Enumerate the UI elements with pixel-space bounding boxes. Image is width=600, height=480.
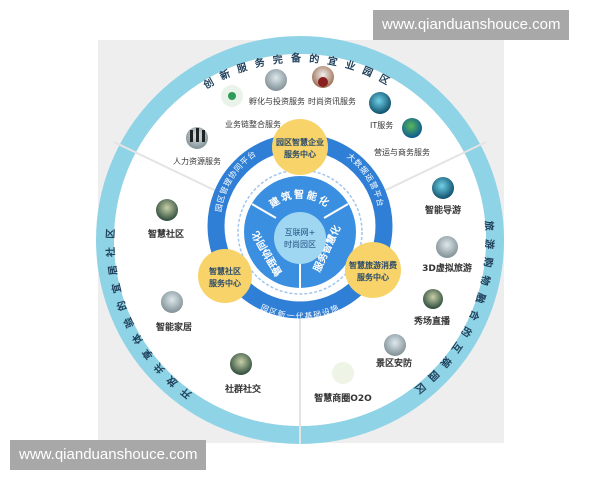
service-label: 智能家居	[156, 321, 192, 333]
smart-home-icon	[161, 291, 183, 313]
service-o2o: 智慧商圈O2O	[314, 362, 372, 404]
hub-community: 智慧社区 服务中心	[198, 249, 252, 303]
core-line1: 互联网+	[285, 228, 316, 237]
service-label: 秀场直播	[413, 315, 451, 327]
service-smart-community: 智慧社区	[148, 199, 184, 240]
live-show-icon	[423, 289, 443, 309]
service-label: 智慧社区	[148, 228, 184, 240]
service-label: 业务链整合服务	[225, 119, 281, 129]
watermark-bottom: www.qianduanshouce.com	[10, 440, 207, 470]
service-label: 3D虚拟旅游	[422, 262, 472, 274]
watermark-top: www.qianduanshouce.com	[373, 10, 570, 40]
earth-icon	[402, 118, 422, 138]
service-security: 景区安防	[376, 334, 412, 369]
service-live-show: 秀场直播	[413, 289, 451, 327]
service-smart-guide: 智能导游	[425, 177, 461, 216]
hub-line2: 服务中心	[284, 149, 316, 159]
hub-line1: 智慧旅游消费	[349, 260, 397, 270]
service-label: 孵化与投资服务	[249, 96, 305, 106]
service-label: 景区安防	[376, 357, 412, 369]
service-label: IT服务	[370, 120, 393, 130]
service-fashion-info: 时尚资讯服务	[308, 66, 356, 106]
sketch-icon	[265, 69, 287, 91]
service-label: 人力资源服务	[173, 156, 221, 166]
service-label: 社群社交	[224, 383, 261, 395]
community-icon	[156, 199, 178, 221]
hub-line1: 智慧社区	[209, 266, 241, 276]
service-network: 业务链整合服务	[221, 85, 281, 129]
service-label: 智能导游	[425, 204, 461, 216]
service-smart-home: 智能家居	[156, 291, 192, 333]
hub-line2: 服务中心	[209, 278, 241, 288]
service-3d-tour: 3D虚拟旅游	[422, 236, 472, 274]
service-social: 社群社交	[224, 353, 261, 395]
hub-tourism: 智慧旅游消费 服务中心	[345, 242, 401, 298]
service-operations: 营运与商务服务	[374, 118, 430, 157]
service-label: 营运与商务服务	[374, 147, 430, 157]
social-icon	[230, 353, 252, 375]
service-incubation: 孵化与投资服务	[249, 69, 305, 106]
virtual-tour-icon	[436, 236, 458, 258]
service-label: 智慧商圈O2O	[314, 392, 372, 404]
service-hr: 人力资源服务	[173, 127, 221, 166]
core-circle: 互联网+ 时尚园区	[274, 212, 326, 264]
hub-line1: 园区智慧企业	[276, 137, 324, 147]
guide-icon	[432, 177, 454, 199]
service-label: 时尚资讯服务	[308, 96, 356, 106]
tech-globe-icon	[369, 92, 391, 114]
service-it: IT服务	[369, 92, 393, 130]
security-icon	[384, 334, 406, 356]
hub-line2: 服务中心	[357, 272, 389, 282]
hub-enterprise: 园区智慧企业 服务中心	[272, 119, 328, 175]
o2o-icon	[332, 362, 354, 384]
core-line2: 时尚园区	[284, 239, 316, 249]
